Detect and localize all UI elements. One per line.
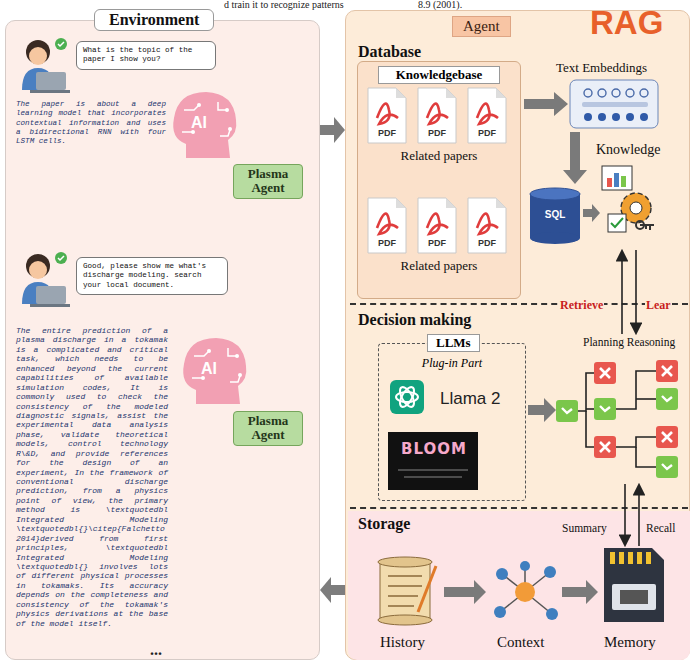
panel-title: Environment bbox=[94, 9, 214, 31]
icon-text: AI bbox=[191, 114, 207, 132]
file-label: PDF bbox=[468, 128, 506, 138]
brand-title: RAG bbox=[590, 4, 663, 42]
section-band: DatabaseKnowledgebaseRelated papersRelat… bbox=[350, 39, 688, 305]
flow-label: Recall bbox=[646, 522, 675, 534]
icon-caption: Knowledge bbox=[596, 142, 661, 158]
agent-badge: Plasma Agent bbox=[233, 164, 303, 199]
file-label: PDF bbox=[368, 128, 406, 138]
box-title: LLMs bbox=[427, 334, 480, 352]
flow-arrow bbox=[320, 577, 345, 603]
icon-caption: Planning Reasoning bbox=[583, 336, 675, 348]
icon-caption: Context bbox=[497, 634, 545, 651]
agent-reply: The entire prediction of a plasma discha… bbox=[16, 326, 168, 628]
icon-text: AI bbox=[201, 360, 217, 378]
box-title: Knowledgebase bbox=[378, 66, 500, 84]
cropped-text: 8.9 (2001). bbox=[418, 0, 462, 10]
flow-label: Retrieve bbox=[559, 298, 604, 313]
caption: Related papers bbox=[358, 148, 520, 164]
icon-caption: History bbox=[380, 634, 425, 651]
caption: Related papers bbox=[358, 258, 520, 274]
node-text: Good, please show me what's discharge mo… bbox=[83, 262, 221, 290]
file-label: PDF bbox=[418, 128, 456, 138]
section-title: Database bbox=[358, 43, 421, 61]
icon-caption: Text Embeddings bbox=[556, 60, 647, 76]
flow-arrow bbox=[320, 117, 345, 143]
node-text: Plasma Agent bbox=[236, 167, 300, 196]
file-label: PDF bbox=[468, 238, 506, 248]
file-label: PDF bbox=[418, 238, 456, 248]
agent-badge: Plasma Agent bbox=[233, 411, 303, 446]
section-title: Decision making bbox=[358, 311, 471, 329]
cropped-text: d train it to recognize patterns bbox=[224, 0, 344, 10]
agent-reply: The paper is about a deep learning model… bbox=[16, 100, 166, 146]
section-title: Storage bbox=[358, 515, 410, 533]
caption: Plug-in Part bbox=[379, 356, 525, 371]
node-text: Plasma Agent bbox=[236, 414, 300, 443]
model-name: Llama 2 bbox=[440, 389, 500, 409]
model-logo-text: BLOOM bbox=[390, 440, 478, 458]
file-label: PDF bbox=[368, 238, 406, 248]
node-text: What is the topic of the paper I show yo… bbox=[83, 46, 209, 65]
icon-caption: Memory bbox=[604, 634, 656, 651]
icon-text: SQL bbox=[530, 209, 580, 220]
ellipsis: ... bbox=[150, 641, 162, 659]
speech-bubble: What is the topic of the paper I show yo… bbox=[76, 41, 216, 70]
flow-label: Lear bbox=[645, 298, 672, 313]
flow-label: Summary bbox=[562, 522, 607, 534]
speech-bubble: Good, please show me what's discharge mo… bbox=[76, 257, 228, 295]
panel-tag: Agent bbox=[452, 16, 511, 37]
